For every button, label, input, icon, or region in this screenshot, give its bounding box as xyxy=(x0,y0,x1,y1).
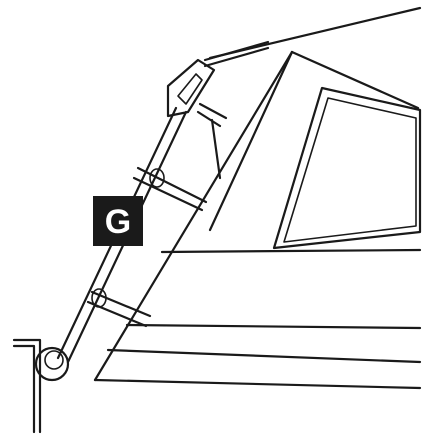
cabin-window xyxy=(272,86,422,250)
hull-outline xyxy=(93,6,422,390)
callout-letter: G xyxy=(105,203,131,241)
callout-label-g: G xyxy=(93,196,143,246)
bow-pulpit-rail xyxy=(56,40,270,364)
rail-straps xyxy=(86,166,208,328)
bow-eye-fitting xyxy=(12,338,70,434)
